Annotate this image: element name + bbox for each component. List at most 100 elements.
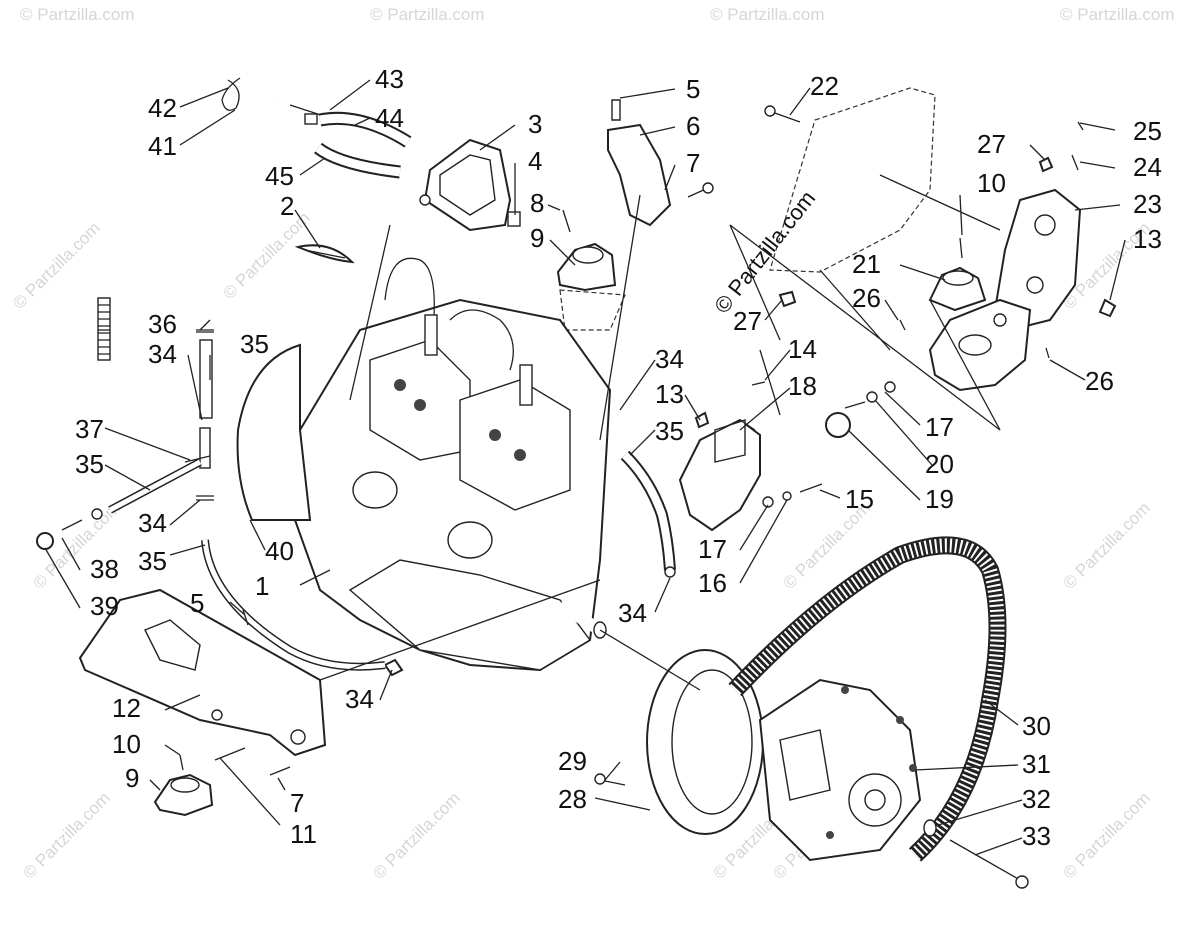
watermark-tile: © Partzilla.com: [1059, 788, 1153, 882]
callout-8: 8: [530, 188, 544, 218]
engine-plate-12: [78, 588, 327, 757]
callout-10: 10: [112, 729, 141, 759]
callout-34: 34: [138, 508, 167, 538]
flywheel-cover-40: [236, 343, 312, 521]
callout-20: 20: [925, 449, 954, 479]
watermark-tile: © Partzilla.com: [19, 788, 113, 882]
callout-28: 28: [558, 784, 587, 814]
callout-4: 4: [528, 146, 542, 176]
callout-5: 5: [190, 588, 204, 618]
callout-38: 38: [90, 554, 119, 584]
chassis-plate-outline: [769, 87, 936, 273]
mount-9-lower: [153, 747, 291, 817]
spring-36: [97, 297, 111, 361]
callout-9: 9: [125, 763, 139, 793]
callout-3: 3: [528, 109, 542, 139]
callout-36: 36: [148, 309, 177, 339]
callout-13: 13: [1133, 224, 1162, 254]
bracket-right-lower: [866, 298, 1050, 403]
callout-19: 19: [925, 484, 954, 514]
callout-7: 7: [290, 788, 304, 818]
callout-16: 16: [698, 568, 727, 598]
clutch-31: [758, 678, 922, 862]
callout-17: 17: [925, 412, 954, 442]
callout-15: 15: [845, 484, 874, 514]
callout-1: 1: [255, 571, 269, 601]
callout-5: 5: [686, 74, 700, 104]
callout-32: 32: [1022, 784, 1051, 814]
watermark-tile: © Partzilla.com: [1060, 5, 1175, 24]
throttle-cable-assembly: [36, 329, 386, 671]
bracket-23: [993, 121, 1117, 332]
callout-6: 6: [686, 111, 700, 141]
callout-2: 2: [280, 191, 294, 221]
callout-34: 34: [655, 344, 684, 374]
callout-21: 21: [852, 249, 881, 279]
callout-34: 34: [618, 598, 647, 628]
callout-37: 37: [75, 414, 104, 444]
callout-26: 26: [1085, 366, 1114, 396]
mount-21: [928, 237, 987, 312]
callout-9: 9: [530, 223, 544, 253]
bracket-18: [678, 381, 823, 532]
watermark-tile: © Partzilla.com: [1059, 498, 1153, 592]
leader-lines: [44, 79, 1126, 856]
watermark-tile: © Partzilla.com: [710, 5, 825, 24]
callout-27: 27: [733, 306, 762, 336]
callout-34: 34: [148, 339, 177, 369]
callout-27: 27: [977, 129, 1006, 159]
callout-26: 26: [852, 283, 881, 313]
callout-45: 45: [265, 161, 294, 191]
watermark-tile: © Partzilla.com: [370, 5, 485, 24]
callout-29: 29: [558, 746, 587, 776]
callout-24: 24: [1133, 152, 1162, 182]
callout-7: 7: [686, 148, 700, 178]
hose-35-right: [620, 450, 676, 578]
clutch-bolt-33: [923, 819, 1029, 889]
callout-25: 25: [1133, 116, 1162, 146]
callout-18: 18: [788, 371, 817, 401]
callout-34: 34: [345, 684, 374, 714]
drive-belt-30: [728, 536, 1007, 862]
callout-10: 10: [977, 168, 1006, 198]
drive-pulley-28: [594, 649, 764, 835]
knob-19: [825, 401, 866, 438]
part-3-plate: [419, 138, 521, 232]
callout-35: 35: [138, 546, 167, 576]
watermark-tile: © Partzilla.com: [9, 218, 103, 312]
part-2-gasket: [294, 244, 355, 264]
callout-43: 43: [375, 64, 404, 94]
callout-35: 35: [75, 449, 104, 479]
watermark-tile: © Partzilla.com: [219, 208, 313, 302]
nut-27b: [1038, 156, 1054, 173]
callout-42: 42: [148, 93, 177, 123]
watermark-tile: © Partzilla.com: [369, 788, 463, 882]
callout-35: 35: [240, 329, 269, 359]
engine-bracket-6: [607, 99, 714, 227]
hose-45: [314, 142, 401, 179]
callout-14: 14: [788, 334, 817, 364]
callout-40: 40: [265, 536, 294, 566]
mount-9-upper: [556, 209, 626, 331]
callout-35: 35: [655, 416, 684, 446]
callout-11: 11: [290, 819, 317, 849]
callout-23: 23: [1133, 189, 1162, 219]
callout-13: 13: [655, 379, 684, 409]
nut-27: [778, 290, 797, 308]
callout-41: 41: [148, 131, 177, 161]
callout-17: 17: [698, 534, 727, 564]
callout-33: 33: [1022, 821, 1051, 851]
callout-labels: 1 2 3 4 5 5 6 7 7 8 9 9 10 10 11 12 13 1…: [75, 64, 1162, 851]
callout-44: 44: [375, 103, 404, 133]
hose-41-42: [184, 77, 276, 111]
callout-39: 39: [90, 591, 119, 621]
bolt-22: [764, 105, 801, 123]
watermark-tile: © Partzilla.com: [20, 5, 135, 24]
callout-30: 30: [1022, 711, 1051, 741]
callout-12: 12: [112, 693, 141, 723]
callout-31: 31: [1022, 749, 1051, 779]
callout-22: 22: [810, 71, 839, 101]
engine-block-1: [293, 257, 612, 677]
